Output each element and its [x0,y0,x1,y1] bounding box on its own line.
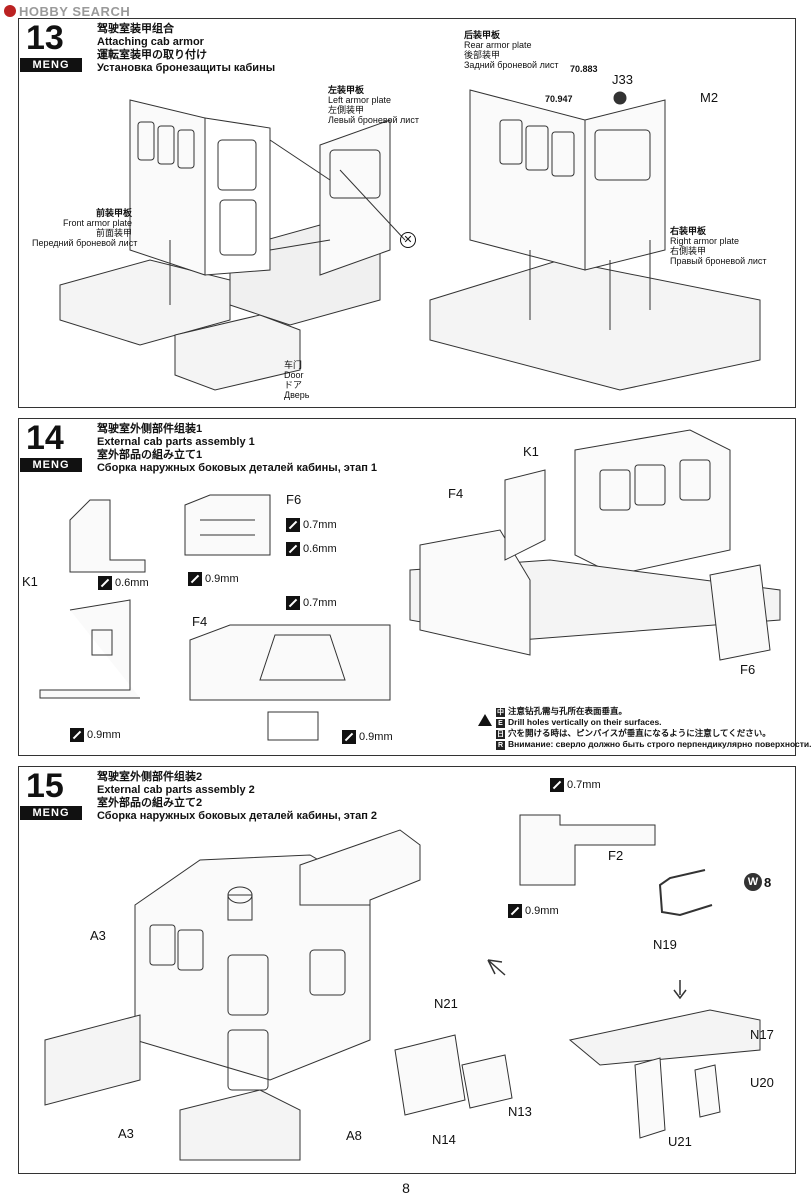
title-jp: 室外部品の組み立て2 [97,797,203,809]
part-k1-cab-label: K1 [523,444,539,459]
part-u21-label: U21 [668,1134,692,1149]
brand-logo: MENG [20,806,82,820]
part-a3-label: A3 [90,928,106,943]
step-title: 驾驶室外侧部件组装1 External cab parts assembly 1… [97,423,377,475]
title-en: External cab parts assembly 1 [97,436,255,448]
front-armor-plate-label: 前装甲板 Front armor plate 前面装甲 Передний бро… [32,208,138,248]
step14-k1-detail-illustration [39,499,146,699]
step-title: 驾驶室装甲组合 Attaching cab armor 運転室装甲の取り付け У… [97,23,275,75]
drill-f2-0-9mm: 0.9mm [508,904,559,918]
step-title: 驾驶室外侧部件组装2 External cab parts assembly 2… [97,771,377,823]
drill-icon [508,904,522,918]
right-armor-plate-label: 右装甲板 Right armor plate 右側装甲 Правый броне… [670,226,767,266]
step15-n14-n13-grilles-illustration [394,1034,513,1116]
drill-f6-0-6mm: 0.6mm [286,542,337,556]
door-label: 车门 Door ドア Дверь [284,360,310,400]
w-part-icon: W [744,873,762,891]
part-f6-cab-label: F6 [740,662,756,677]
left-armor-plate-label: 左装甲板 Left armor plate 左側装甲 Левый бронево… [328,85,419,125]
part-n14-label: N14 [432,1132,456,1147]
step14-f6-detail-illustration [184,494,271,556]
part-a3-lower-label: A3 [118,1126,134,1141]
drill-icon [188,572,202,586]
step-number: 15 [26,767,64,805]
part-n17-label: N17 [750,1027,774,1042]
part-k1-label: K1 [22,574,38,589]
hobby-search-logo-icon [4,5,16,17]
step15-rear-detail-illustration [568,1009,761,1139]
drill-icon [70,728,84,742]
dimension-70-947: 70.947 [545,94,573,104]
title-cn: 驾驶室外侧部件组装1 [97,423,203,435]
step14-f4-detail-illustration [189,624,391,741]
step13-right-assembly-illustration [429,89,761,391]
title-ru: Сборка наружных боковых деталей кабины, … [97,810,378,822]
watermark: HOBBY SEARCH [4,4,130,19]
step-number: 14 [26,419,64,457]
title-jp: 室外部品の組み立て1 [97,449,203,461]
step-15-badge: 15 MENG [18,766,84,826]
drill-k1-0-9mm: 0.9mm [70,728,121,742]
part-u20-label: U20 [750,1075,774,1090]
drill-icon [98,576,112,590]
step-number: 13 [26,19,64,57]
brand-logo: MENG [20,58,82,72]
do-not-glue-icon: ✕ [400,232,416,248]
part-a8-label: A8 [346,1128,362,1143]
step-13-badge: 13 MENG [18,18,84,78]
step15-n19-handle-illustration [658,869,713,917]
title-ru: Сборка наружных боковых деталей кабины, … [97,462,378,474]
page-number: 8 [402,1180,410,1196]
drill-f4-0-9mm: 0.9mm [342,730,393,744]
title-ru: Установка бронезащиты кабины [97,62,276,74]
step15-f2-detail-illustration [519,814,656,886]
part-f6-label: F6 [286,492,302,507]
part-n21-label: N21 [434,996,458,1011]
step13-left-armor-plate-illustration [319,119,391,276]
rear-armor-plate-label: 后装甲板 Rear armor plate 後部装甲 Задний бронев… [464,30,559,70]
part-f4-cab-label: F4 [448,486,464,501]
drill-f6-0-7mm: 0.7mm [286,518,337,532]
title-cn: 驾驶室装甲组合 [97,23,174,35]
step15-direction-arrows [487,959,687,1000]
step15-cab-assembly-illustration [44,829,421,1161]
step14-cab-assembly-illustration [409,429,781,661]
part-n19-label: N19 [653,937,677,952]
dimension-70-883: 70.883 [570,64,598,74]
drill-icon [286,518,300,532]
title-en: External cab parts assembly 2 [97,784,255,796]
drill-k1-0-6mm: 0.6mm [98,576,149,590]
step13-front-armor-plate-illustration [129,99,206,276]
drill-f6-0-9mm: 0.9mm [188,572,239,586]
drill-icon [550,778,564,792]
drill-icon [286,596,300,610]
brand-logo: MENG [20,458,82,472]
title-cn: 驾驶室外侧部件组装2 [97,771,203,783]
step13-door-illustration [204,117,271,276]
step13-assembly-arrows [169,139,406,305]
drill-f4-0-7mm: 0.7mm [286,596,337,610]
drill-icon [342,730,356,744]
part-n13-label: N13 [508,1104,532,1119]
warning-icon [478,714,492,726]
title-jp: 運転室装甲の取り付け [97,49,207,61]
part-m2-label: M2 [700,90,719,105]
title-en: Attaching cab armor [97,36,204,48]
part-f2-label: F2 [608,848,624,863]
part-j33-label: J33 [612,72,633,87]
drill-f2-0-7mm: 0.7mm [550,778,601,792]
part-f4-label: F4 [192,614,208,629]
step-14-badge: 14 MENG [18,418,84,478]
drill-icon [286,542,300,556]
